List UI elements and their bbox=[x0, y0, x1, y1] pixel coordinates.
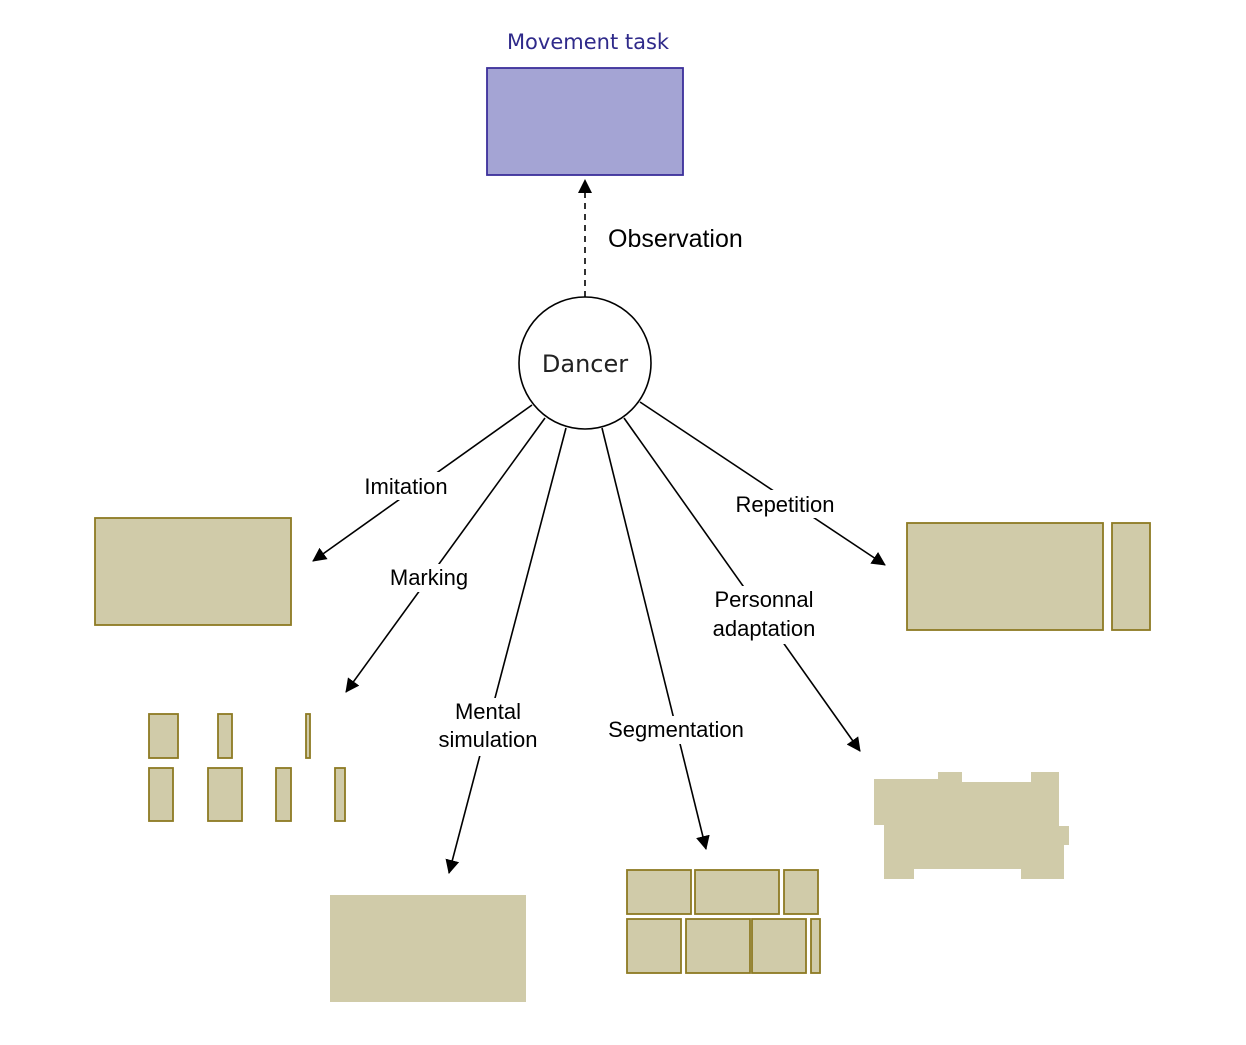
segmentation-block bbox=[783, 869, 819, 915]
marking-block bbox=[305, 713, 311, 759]
imitation-label-bg bbox=[357, 472, 455, 500]
segmentation-block bbox=[626, 918, 682, 974]
segmentation-arrow bbox=[601, 427, 710, 850]
mental-simulation-label-line1: Mental bbox=[455, 699, 521, 724]
marking-block bbox=[275, 767, 292, 822]
marking-arrow bbox=[345, 417, 546, 693]
imitation-block bbox=[94, 517, 292, 626]
movement-task-title: Movement task bbox=[507, 30, 670, 54]
repetition-arrow bbox=[639, 401, 886, 566]
mental-simulation-label-line2: simulation bbox=[438, 727, 537, 752]
segmentation-block bbox=[626, 869, 692, 915]
marking-block-group bbox=[148, 713, 346, 822]
imitation-block-group bbox=[94, 517, 292, 626]
personnal-adaptation-label-line1: Personnal bbox=[714, 587, 813, 612]
repetition-label-bg bbox=[726, 490, 844, 518]
marking-block bbox=[207, 767, 243, 822]
segmentation-block-group bbox=[626, 869, 821, 974]
repetition-label: Repetition bbox=[735, 492, 834, 517]
segmentation-block bbox=[694, 869, 780, 915]
mental-simulation-arrow bbox=[445, 427, 567, 874]
dancer-node bbox=[518, 296, 652, 430]
personnal-adaptation-label-line2: adaptation bbox=[713, 616, 816, 641]
personnal-adaptation-arrow bbox=[623, 417, 861, 752]
marking-block bbox=[148, 767, 174, 822]
personnal-adaptation-block-group bbox=[874, 772, 1069, 879]
segmentation-block bbox=[751, 918, 807, 974]
segmentation-label: Segmentation bbox=[608, 717, 744, 742]
personnal-adaptation-block bbox=[874, 772, 1069, 879]
mental-simulation-block bbox=[330, 895, 526, 1002]
marking-label-bg bbox=[383, 564, 475, 592]
segmentation-block bbox=[810, 918, 821, 974]
marking-block bbox=[217, 713, 233, 759]
mental-simulation-label-bg bbox=[430, 698, 546, 756]
personnal-adaptation-label-bg bbox=[702, 586, 826, 644]
marking-label: Marking bbox=[390, 565, 468, 590]
imitation-label: Imitation bbox=[364, 474, 447, 499]
observation-label: Observation bbox=[608, 225, 743, 253]
repetition-block-group bbox=[906, 522, 1151, 631]
marking-block bbox=[148, 713, 179, 759]
repetition-block bbox=[906, 522, 1104, 631]
mental-simulation-block-group bbox=[330, 895, 526, 1002]
marking-block bbox=[334, 767, 346, 822]
segmentation-block bbox=[685, 918, 751, 974]
dancer-label: Dancer bbox=[542, 350, 628, 378]
movement-task-box bbox=[486, 67, 684, 176]
segmentation-label-bg bbox=[598, 716, 754, 744]
repetition-block bbox=[1111, 522, 1151, 631]
